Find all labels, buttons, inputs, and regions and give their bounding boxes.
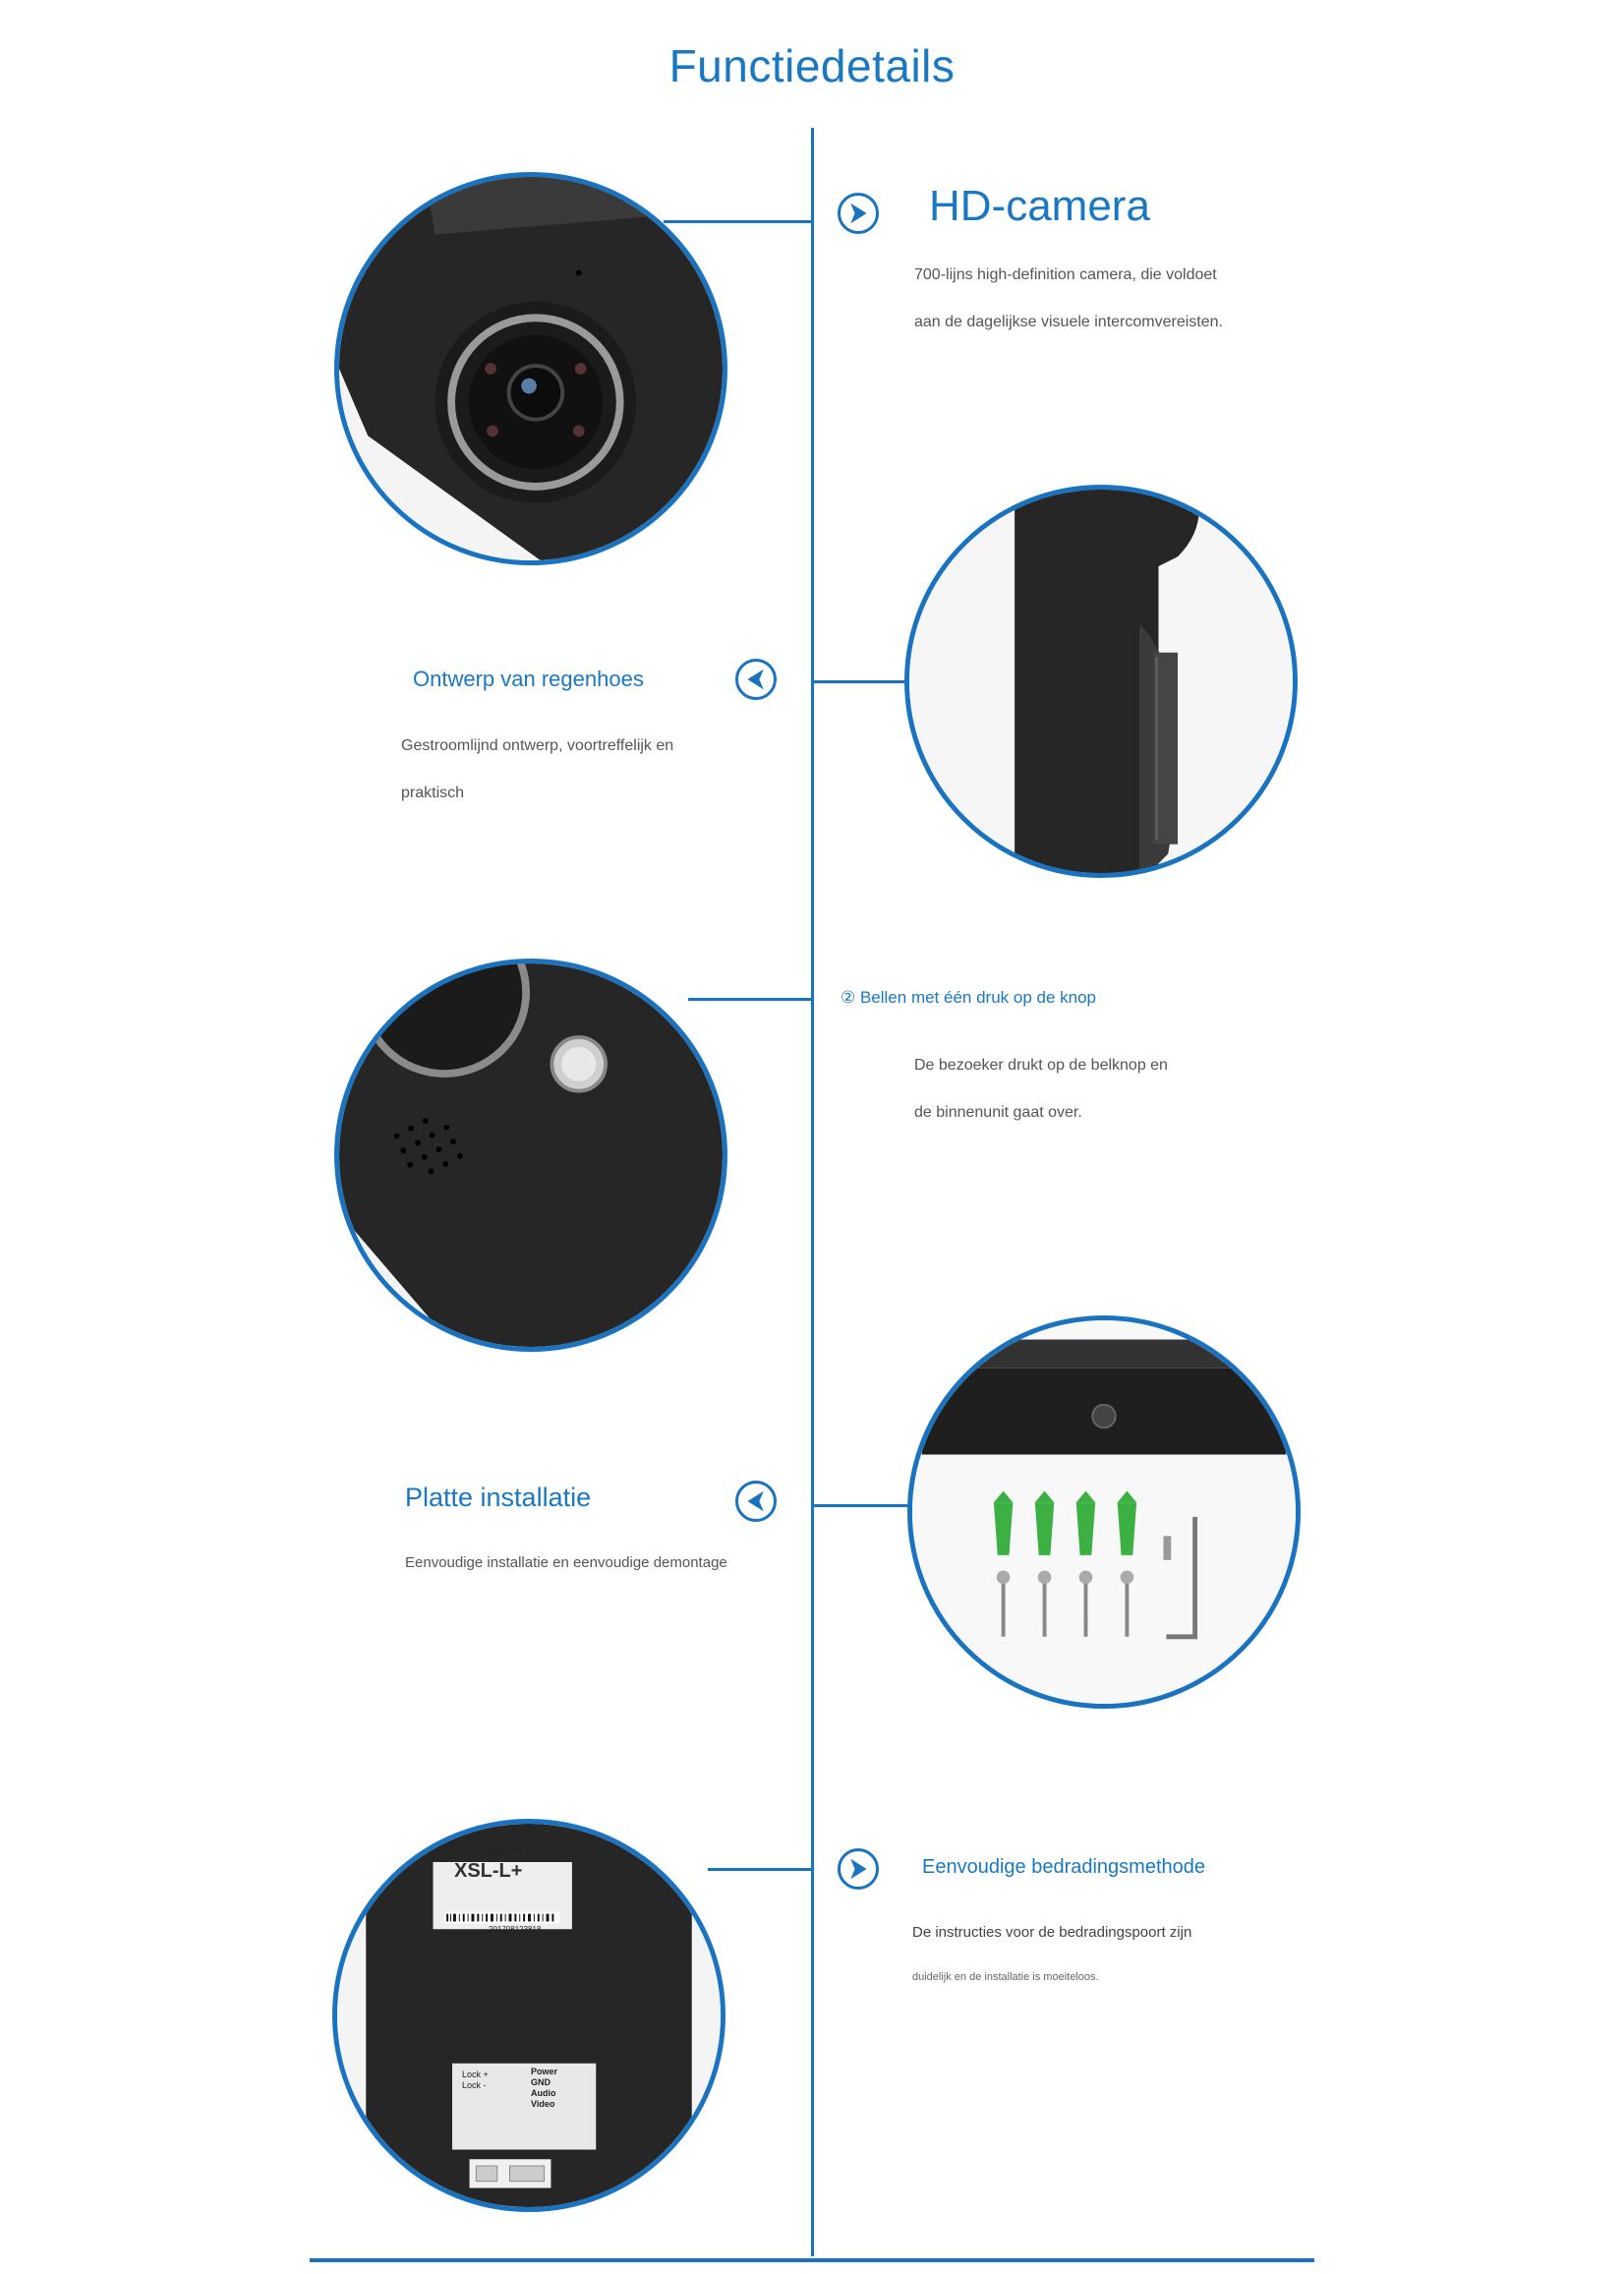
chevron-left-icon (735, 1481, 777, 1522)
chevron-right-icon (838, 193, 879, 234)
connector-wiring (708, 1868, 813, 1871)
sticker-model-label: XSL-L+ (454, 1860, 523, 1882)
hd-camera-image (334, 172, 727, 565)
chevron-right-icon (838, 1848, 879, 1890)
hd-camera-description: 700-lijns high-definition camera, die vo… (914, 266, 1223, 330)
connector-rain-hood (813, 680, 914, 683)
wiring-heading: Eenvoudige bedradingsmethode (922, 1856, 1205, 1878)
connector-one-touch (688, 998, 813, 1001)
bottom-divider (310, 2258, 1314, 2262)
chevron-left-icon (735, 659, 777, 700)
sticker-serial-label: 201708123818 (489, 1925, 542, 1934)
rain-hood-description: Gestroomlijnd ontwerp, voortreffelijk en… (401, 737, 674, 801)
flat-install-image (907, 1315, 1301, 1709)
wiring-description-line2: duidelijk en de installatie is moeiteloo… (912, 1971, 1099, 1983)
call-button-image (334, 959, 727, 1352)
wiring-image (332, 1819, 725, 2212)
flat-install-heading: Platte installatie (405, 1483, 592, 1512)
hd-camera-heading: HD-camera (929, 182, 1150, 230)
sticker-station-label: buitenstation (460, 1845, 522, 1857)
wall-plugs (993, 1490, 1137, 1555)
flat-install-description: Eenvoudige installatie en eenvoudige dem… (405, 1554, 727, 1571)
wiring-description-line1: De instructies voor de bedradingspoort z… (912, 1924, 1192, 1941)
terminal-labels-right: Power GND Audio Video (531, 2067, 558, 2109)
connector-flat-install (813, 1504, 929, 1507)
rain-hood-image (904, 485, 1298, 878)
terminal-labels-left: Lock + Lock - (462, 2070, 489, 2090)
timeline-spine (811, 128, 814, 2256)
page-title: Functiedetails (668, 40, 956, 91)
connector-hd-camera (664, 220, 813, 223)
one-touch-description: De bezoeker drukt op de belknop en de bi… (914, 1057, 1168, 1121)
rain-hood-heading: Ontwerp van regenhoes (413, 667, 644, 691)
one-touch-heading: ② Bellen met één druk op de knop (841, 988, 1097, 1007)
